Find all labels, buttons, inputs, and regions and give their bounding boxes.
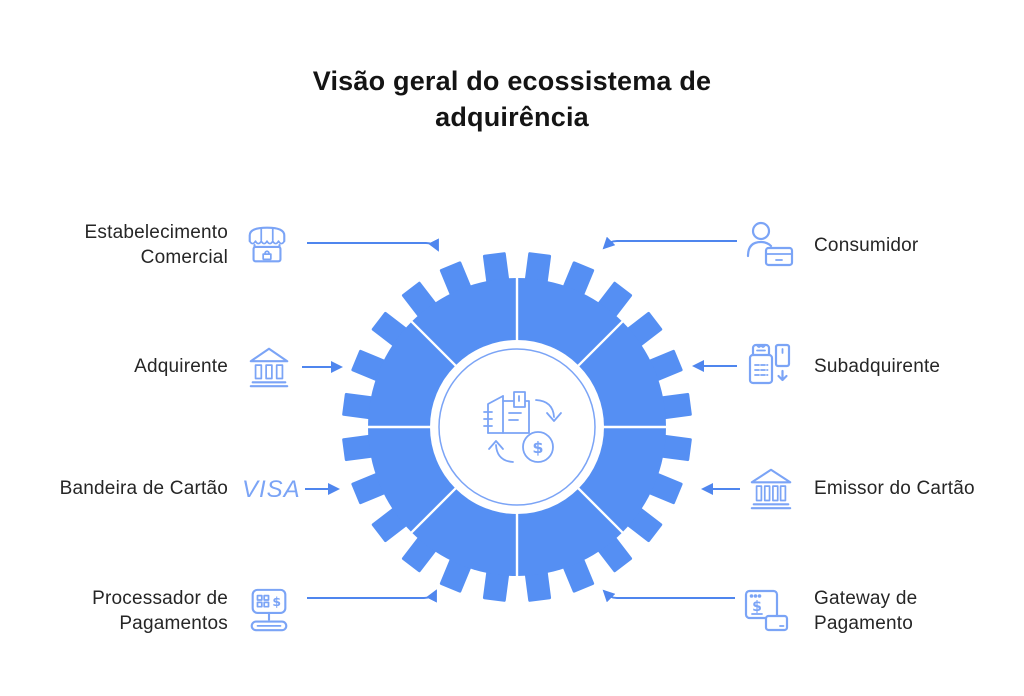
arrow-consumer-to-gear <box>602 236 737 250</box>
browser-payment-icon: $ <box>742 586 794 636</box>
storefront-icon <box>243 221 291 269</box>
label-consumidor: Consumidor <box>814 235 919 256</box>
invoice-money-cycle-icon: $ <box>483 391 562 463</box>
dollar-glyph: $ <box>272 594 281 609</box>
arrow-processor-to-gear <box>307 589 437 603</box>
label-estabelecimento-comercial: Estabelecimento Comercial <box>84 222 228 268</box>
connector-arrows <box>302 236 740 603</box>
label-gateway-de-pagamento: Gateway de Pagamento <box>814 588 918 634</box>
label-emissor-do-cartao: Emissor do Cartão <box>814 478 975 499</box>
person-card-icon <box>744 220 796 270</box>
label-subadquirente: Subadquirente <box>814 356 941 377</box>
gear-icon <box>342 252 692 602</box>
visa-wordmark: VISA <box>242 476 301 503</box>
arrow-merchant-to-gear <box>307 238 439 252</box>
page-title: Visão geral do ecossistema de adquirênci… <box>312 66 712 132</box>
label-bandeira-de-cartao: Bandeira de Cartão <box>59 478 228 499</box>
label-processador-de-pagamentos: Processador de Pagamentos <box>92 588 228 634</box>
dollar-glyph: $ <box>532 438 543 457</box>
label-adquirente: Adquirente <box>134 356 228 377</box>
bank-icon <box>245 343 293 391</box>
bank-icon <box>747 465 795 513</box>
cash-register-icon: $ <box>245 587 293 635</box>
pos-terminal-card-icon <box>744 341 794 391</box>
dollar-glyph: $ <box>752 599 762 615</box>
arrow-gateway-to-gear <box>602 589 735 603</box>
